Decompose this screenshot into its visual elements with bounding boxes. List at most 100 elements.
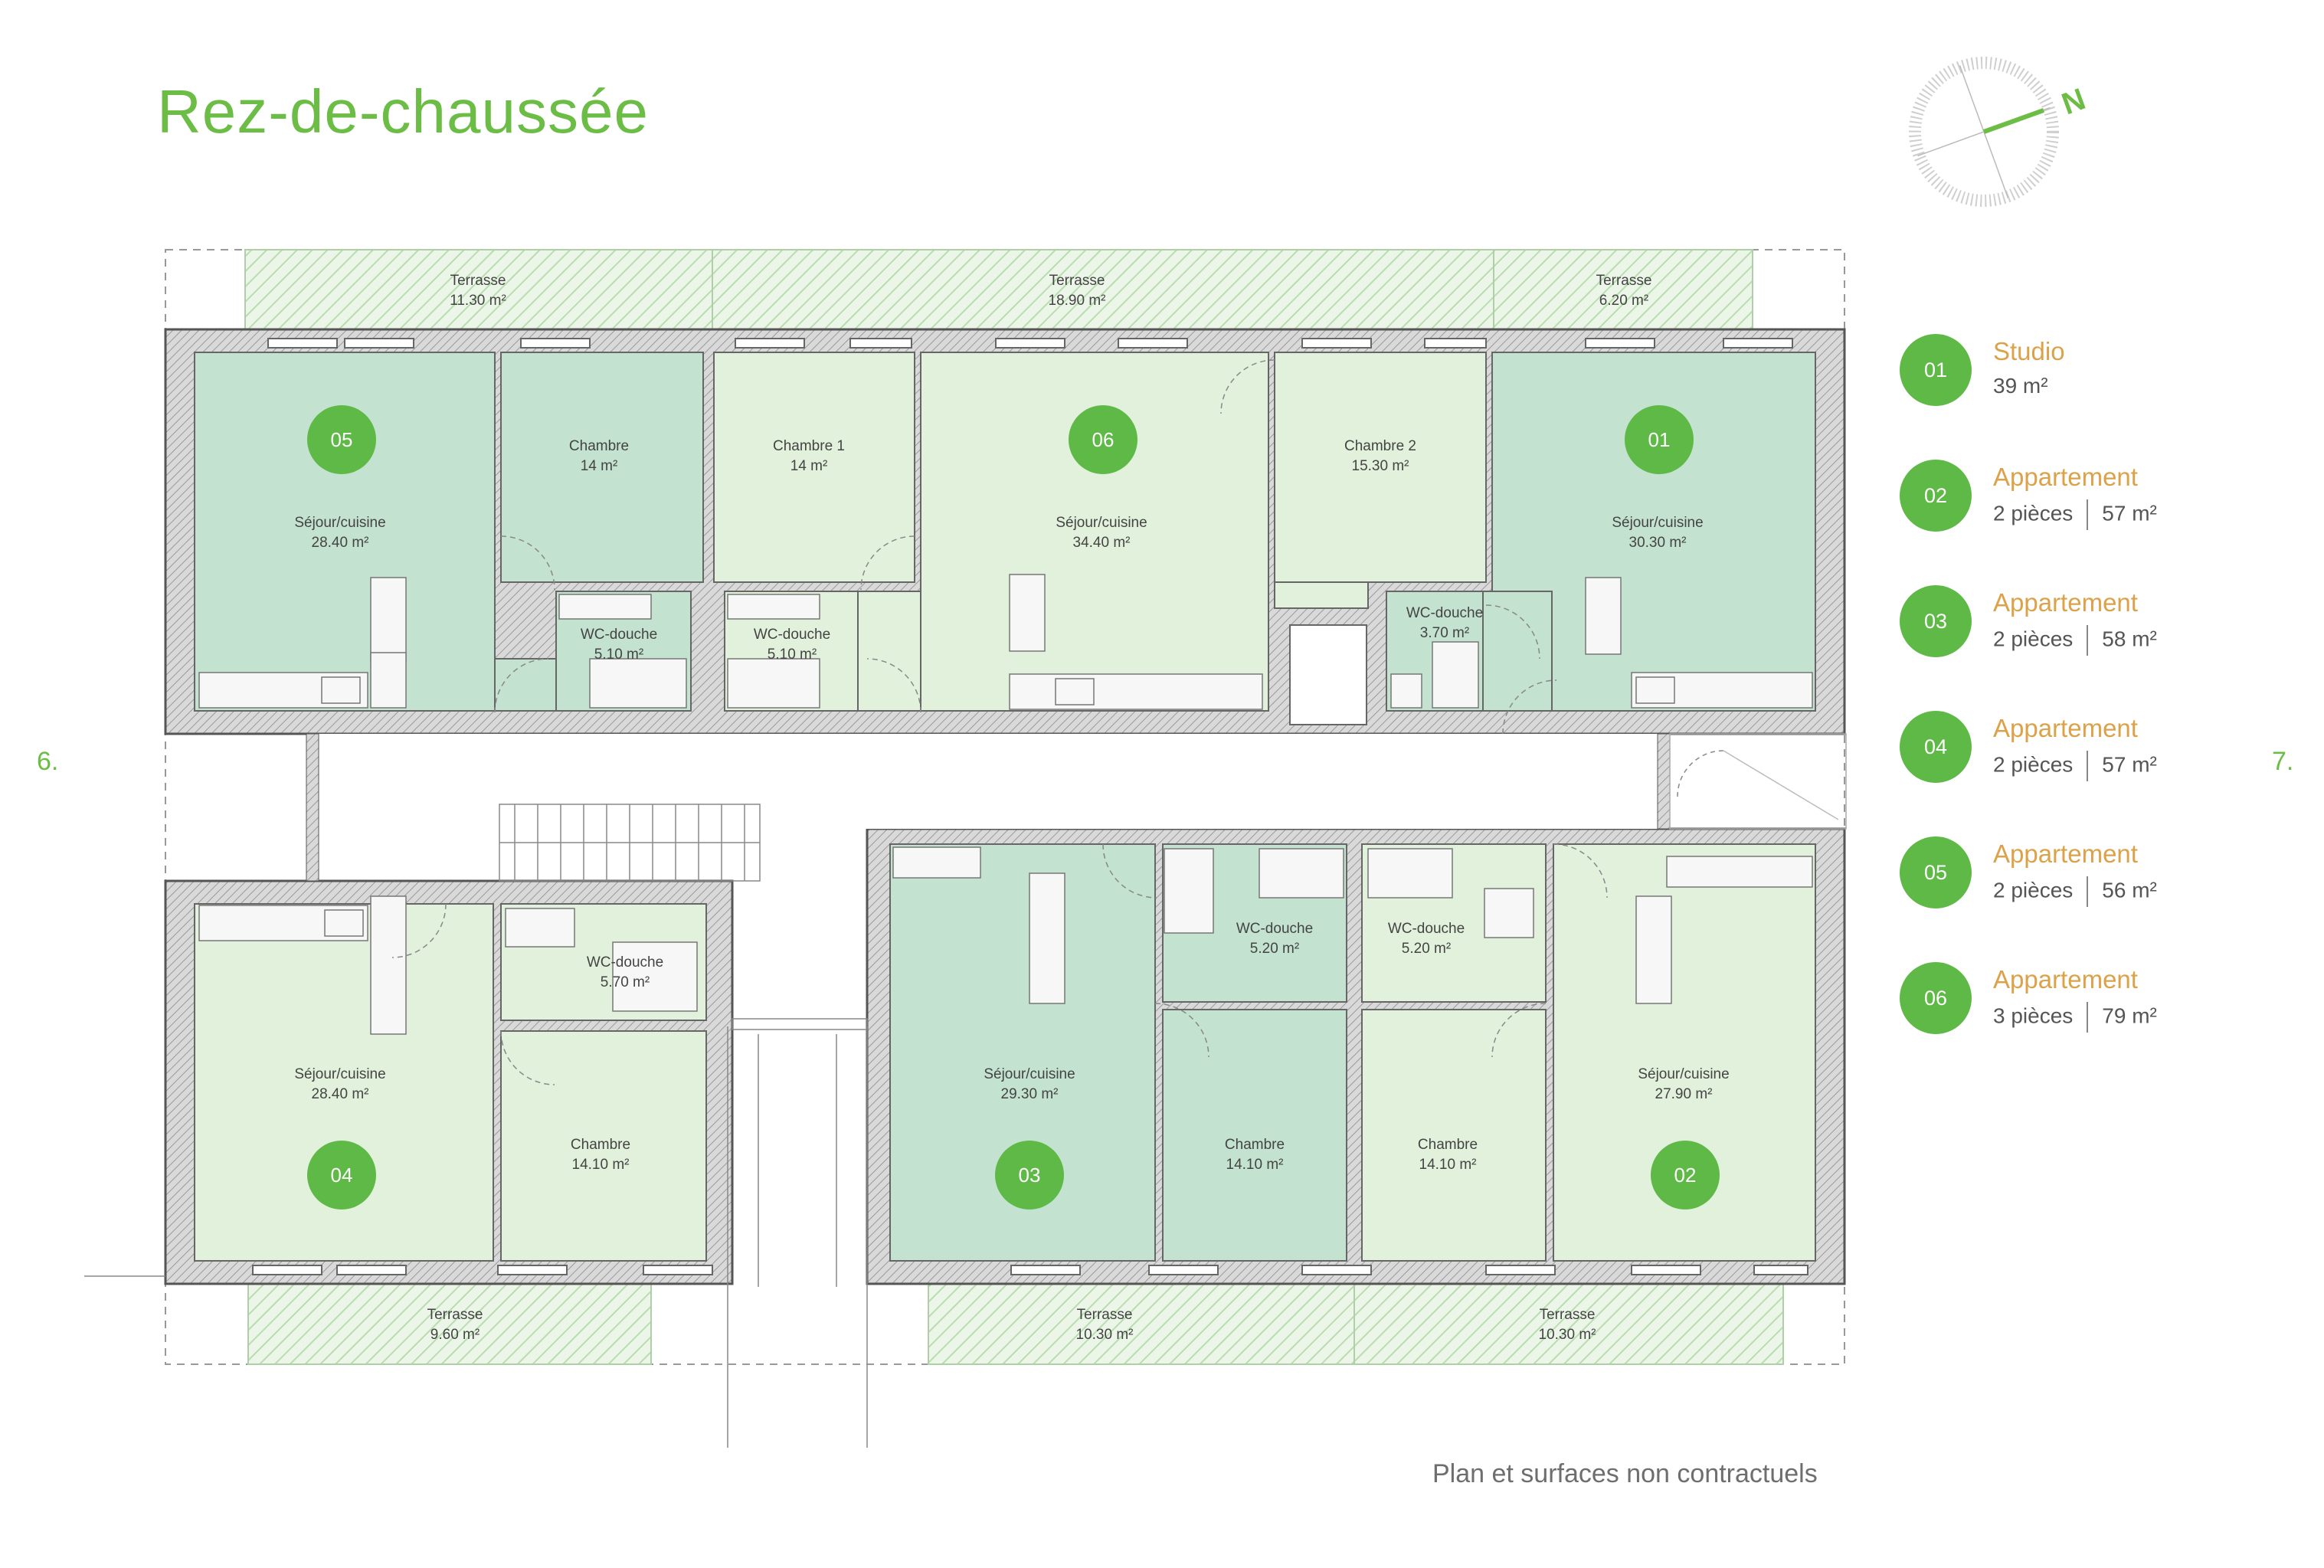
legend-pieces: 2 pièces bbox=[1993, 501, 2074, 525]
label-terrace-bottom-3-name: Terrasse bbox=[1540, 1307, 1596, 1323]
room-a01-hall bbox=[1482, 591, 1553, 712]
terrace-bottom-3 bbox=[1353, 1283, 1784, 1365]
corridor-wall-right bbox=[1657, 733, 1671, 830]
label-terrace-top-2-area: 18.90 m² bbox=[1049, 293, 1106, 309]
label-a03-chambre-name: Chambre bbox=[1225, 1137, 1285, 1153]
label-a06-chambre2-area: 15.30 m² bbox=[1352, 458, 1409, 474]
badge-a03: 03 bbox=[1019, 1164, 1041, 1187]
label-a03-sejour-area: 29.30 m² bbox=[1001, 1086, 1059, 1102]
label-terrace-bottom-1-name: Terrasse bbox=[427, 1307, 483, 1323]
label-terrace-top-3-area: 6.20 m² bbox=[1599, 293, 1648, 309]
label-a05-chambre-name: Chambre bbox=[569, 438, 629, 454]
page-title: Rez-de-chaussée bbox=[157, 77, 649, 146]
legend-separator bbox=[2087, 876, 2089, 907]
label-a01-sejour-name: Séjour/cuisine bbox=[1612, 515, 1703, 531]
room-a06-sejour bbox=[920, 352, 1269, 712]
legend-type: Appartement bbox=[1993, 714, 2138, 742]
room-a06-chambre2 bbox=[1274, 352, 1487, 583]
label-a04-wc-area: 5.70 m² bbox=[601, 974, 650, 990]
windows bbox=[252, 338, 1808, 1275]
label-a01-wc-area: 3.70 m² bbox=[1420, 625, 1469, 641]
terrace-bottom-2 bbox=[928, 1283, 1355, 1365]
label-terrace-bottom-2-name: Terrasse bbox=[1077, 1307, 1133, 1323]
label-a06-chambre1-name: Chambre 1 bbox=[773, 438, 845, 454]
legend-area: 57 m² bbox=[2102, 501, 2157, 525]
legend-number: 02 bbox=[1900, 460, 1972, 532]
label-a06-chambre2-name: Chambre 2 bbox=[1344, 438, 1416, 454]
walkway bbox=[727, 1018, 868, 1448]
apartment-badges: 05 06 01 04 03 02 bbox=[307, 405, 1720, 1210]
legend-detail: 39 m² bbox=[1993, 374, 2048, 398]
legend-pieces: 2 pièces bbox=[1993, 752, 2074, 777]
label-terrace-bottom-2-area: 10.30 m² bbox=[1076, 1327, 1134, 1343]
shaft bbox=[1289, 624, 1367, 725]
legend-separator bbox=[2087, 751, 2089, 781]
label-a04-sejour-area: 28.40 m² bbox=[312, 1086, 369, 1102]
badge-a06: 06 bbox=[1092, 428, 1115, 451]
legend-detail: 3 pièces 79 m² bbox=[1993, 1002, 2157, 1033]
label-a01-wc-name: WC-douche bbox=[1406, 605, 1483, 621]
badge-a01: 01 bbox=[1648, 428, 1671, 451]
label-terrace-bottom-1-area: 9.60 m² bbox=[430, 1327, 480, 1343]
label-a06-sejour-name: Séjour/cuisine bbox=[1056, 515, 1147, 531]
room-a02-chambre bbox=[1361, 1009, 1547, 1262]
badge-a02: 02 bbox=[1674, 1164, 1697, 1187]
label-a02-wc-name: WC-douche bbox=[1388, 921, 1465, 937]
terrace-bottom-1 bbox=[247, 1283, 652, 1365]
door-swings bbox=[391, 359, 1608, 1085]
legend-type: Appartement bbox=[1993, 463, 2138, 491]
legend-area: 79 m² bbox=[2102, 1003, 2157, 1028]
legend-detail: 2 pièces 57 m² bbox=[1993, 499, 2157, 530]
badge-a04: 04 bbox=[331, 1164, 353, 1187]
label-a03-wc-name: WC-douche bbox=[1236, 921, 1313, 937]
terrace-top-2 bbox=[712, 249, 1494, 330]
legend-area: 56 m² bbox=[2102, 878, 2157, 902]
label-a06-chambre1-area: 14 m² bbox=[790, 458, 828, 474]
legend-pieces: 2 pièces bbox=[1993, 878, 2074, 902]
legend-item: 01 Studio 39 m² bbox=[1900, 334, 2267, 418]
legend-item: 02 Appartement 2 pièces 57 m² bbox=[1900, 460, 2267, 544]
disclaimer: Plan et surfaces non contractuels bbox=[1432, 1459, 1818, 1488]
legend-number: 03 bbox=[1900, 585, 1972, 657]
corridor-wall-left bbox=[306, 733, 319, 882]
label-a03-chambre-area: 14.10 m² bbox=[1226, 1157, 1284, 1173]
legend-pieces: 2 pièces bbox=[1993, 627, 2074, 651]
room-a05-chambre bbox=[500, 352, 704, 583]
compass-icon: N bbox=[1909, 57, 2090, 207]
label-a05-sejour-name: Séjour/cuisine bbox=[294, 515, 385, 531]
label-a04-chambre-name: Chambre bbox=[571, 1137, 630, 1153]
terrace-top-1 bbox=[244, 249, 713, 330]
terrace-top-3 bbox=[1493, 249, 1753, 330]
legend-area: 39 m² bbox=[1993, 374, 2048, 398]
legend-area: 58 m² bbox=[2102, 627, 2157, 651]
legend-number: 06 bbox=[1900, 962, 1972, 1034]
label-a04-wc-name: WC-douche bbox=[587, 954, 663, 971]
entrance-line bbox=[1723, 750, 1839, 820]
label-a03-wc-area: 5.20 m² bbox=[1250, 941, 1299, 957]
legend-number: 04 bbox=[1900, 711, 1972, 783]
label-a02-sejour-name: Séjour/cuisine bbox=[1638, 1066, 1729, 1082]
corridor bbox=[306, 734, 1670, 829]
room-a06-chambre1 bbox=[713, 352, 915, 583]
compass-north-label: N bbox=[2057, 82, 2090, 121]
legend-item: 06 Appartement 3 pièces 79 m² bbox=[1900, 962, 2267, 1046]
legend-separator bbox=[2087, 499, 2089, 530]
label-terrace-top-3-name: Terrasse bbox=[1596, 273, 1652, 289]
label-a02-wc-area: 5.20 m² bbox=[1402, 941, 1451, 957]
label-terrace-top-1-area: 11.30 m² bbox=[450, 293, 506, 309]
legend-type: Appartement bbox=[1993, 965, 2138, 994]
badge-a05: 05 bbox=[331, 428, 353, 451]
label-a01-sejour-area: 30.30 m² bbox=[1629, 535, 1687, 551]
entrance bbox=[1669, 733, 1847, 830]
legend-pieces: 3 pièces bbox=[1993, 1003, 2074, 1028]
label-terrace-top-2-name: Terrasse bbox=[1049, 273, 1105, 289]
label-terrace-top-1-name: Terrasse bbox=[450, 273, 506, 289]
room-a06-closet bbox=[1274, 581, 1369, 609]
legend-detail: 2 pièces 56 m² bbox=[1993, 876, 2157, 907]
legend-number: 05 bbox=[1900, 836, 1972, 908]
